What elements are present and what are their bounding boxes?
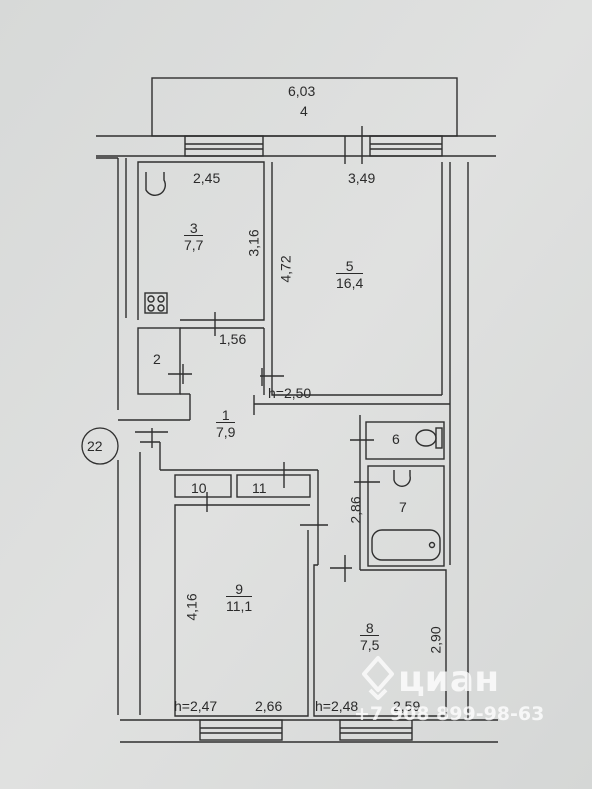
ceiling-height-room-9: h=2,47 (174, 698, 218, 714)
watermark-brand: циан (398, 659, 500, 700)
bath-depth: 2,86 (347, 496, 364, 524)
room-2-number: 2 (153, 351, 161, 367)
bath-sink (393, 470, 411, 487)
window-top-right (369, 135, 443, 157)
room-10-number: 10 (191, 480, 207, 496)
room-9-area: 11,1 (226, 598, 253, 614)
room-9-label: 9 11,1 (226, 582, 253, 614)
room-1-label: 1 7,9 (216, 408, 236, 440)
bathtub (371, 529, 441, 561)
kitchen-sink (145, 172, 166, 196)
room-8-walls (313, 564, 447, 717)
room-8-depth: 2,90 (427, 626, 444, 654)
room-5-walls (271, 162, 442, 396)
room-7-number: 7 (399, 499, 407, 515)
room-9-width: 2,66 (255, 698, 283, 714)
room-3-walls (137, 161, 265, 321)
watermark-phone: +7 908 899-98-63 (354, 703, 545, 725)
room-8-number: 8 (360, 621, 380, 636)
room-3-number: 3 (184, 221, 204, 236)
room-1-number: 1 (216, 408, 236, 423)
ceiling-height-room-8: h=2,48 (315, 698, 359, 714)
room-9-walls (174, 504, 310, 717)
watermark-logo (362, 656, 394, 700)
room-11-walls (236, 474, 311, 498)
window-bottom-left (199, 719, 283, 741)
kitchen-depth: 3,16 (245, 229, 262, 257)
kitchen-width: 2,45 (193, 170, 221, 186)
stove (144, 292, 168, 314)
balcony-length: 6,03 (288, 83, 316, 99)
room-1-area: 7,9 (216, 424, 236, 440)
apartment-number-circle (81, 427, 119, 465)
room-5-number: 5 (336, 259, 364, 274)
room-8-area: 7,5 (360, 637, 380, 653)
corridor-width: 1,56 (219, 331, 247, 347)
balcony-number: 4 (300, 103, 308, 119)
room-8-label: 8 7,5 (360, 621, 380, 653)
room-9-number: 9 (226, 582, 253, 597)
room-8-width: 2,59 (393, 698, 421, 714)
room-9-depth: 4,16 (183, 593, 200, 621)
room-5-width: 3,49 (348, 170, 376, 186)
room-5-area: 16,4 (336, 275, 364, 291)
room-3-area: 7,7 (184, 237, 204, 253)
room-3-label: 3 7,7 (184, 221, 204, 253)
room-10-walls (174, 474, 232, 498)
apartment-number: 22 (87, 438, 103, 454)
ceiling-height-main: h=2,50 (268, 385, 312, 401)
room-11-number: 11 (252, 480, 267, 496)
room-5-depth: 4,72 (277, 255, 294, 283)
room-7-walls (367, 465, 445, 567)
window-top-left (184, 135, 264, 157)
room-6-number: 6 (392, 431, 400, 447)
room-5-label: 5 16,4 (336, 259, 364, 291)
window-bottom-right (339, 719, 413, 741)
room-2-walls (137, 327, 181, 395)
